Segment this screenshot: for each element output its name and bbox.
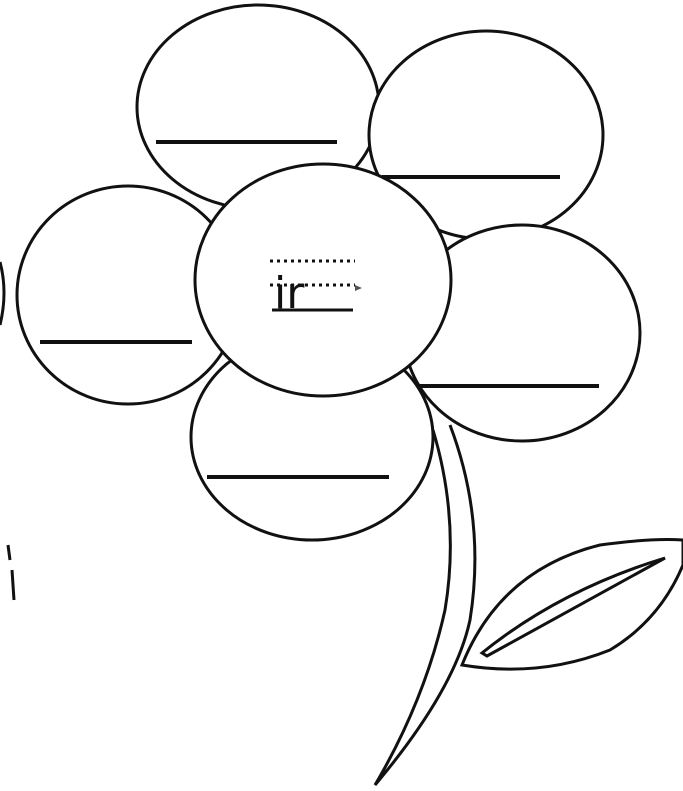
left-edge-fragment	[0, 262, 4, 325]
flower-center	[195, 164, 451, 396]
left-mark	[8, 545, 14, 600]
center-phonics-text: ir	[274, 268, 305, 319]
leaf	[462, 540, 683, 670]
